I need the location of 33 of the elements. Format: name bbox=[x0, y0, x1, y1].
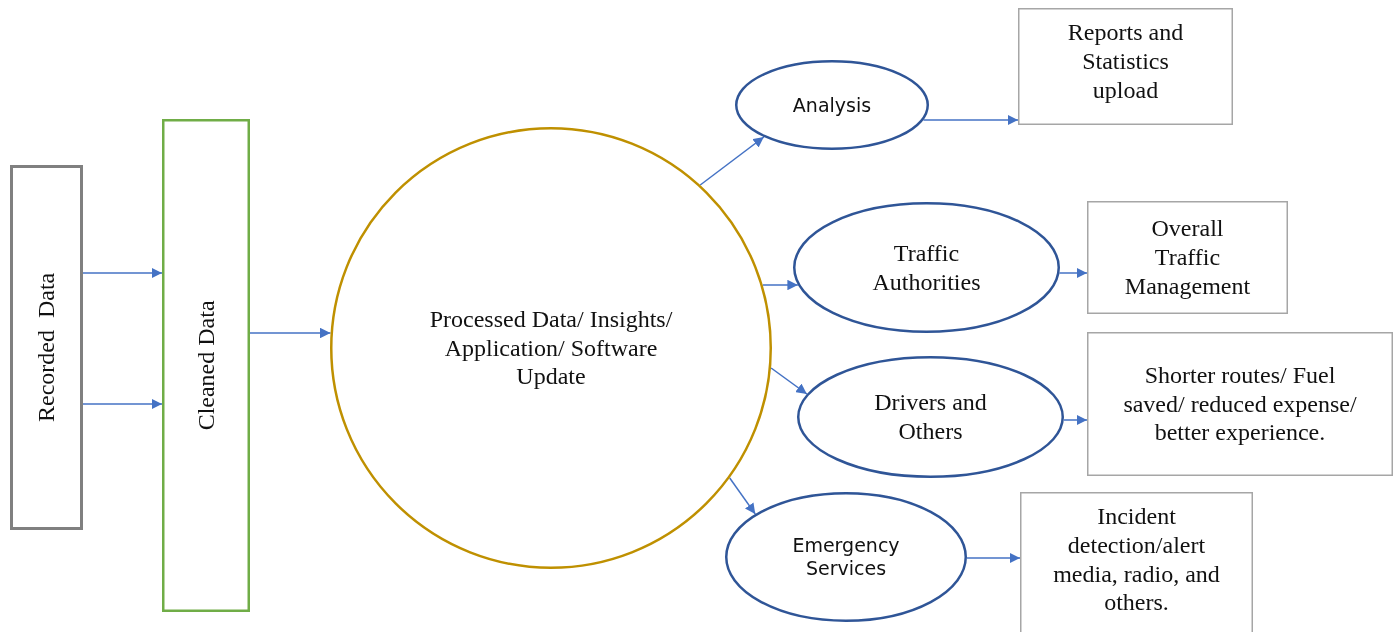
arrow bbox=[1058, 267, 1088, 279]
outcome-box bbox=[1087, 332, 1393, 476]
node-label: Analysis bbox=[791, 93, 873, 117]
arrow bbox=[728, 477, 756, 515]
arrow bbox=[82, 398, 163, 410]
stakeholder-ellipse bbox=[797, 356, 1064, 478]
arrow bbox=[699, 136, 765, 186]
outcome-box bbox=[1087, 201, 1288, 314]
node-label: Reports and Statistics upload bbox=[1066, 18, 1185, 105]
node-label: Processed Data/ Insights/ Application/ Software Update bbox=[428, 304, 674, 392]
arrow bbox=[82, 267, 163, 279]
stakeholder-ellipse bbox=[735, 60, 929, 150]
outcome-box bbox=[1020, 492, 1253, 632]
arrow bbox=[762, 279, 799, 291]
process-box bbox=[10, 165, 83, 530]
node-label: Cleaned Data bbox=[191, 300, 220, 431]
arrow bbox=[966, 552, 1021, 564]
arrow bbox=[249, 327, 332, 339]
node-label: Drivers and Others bbox=[873, 388, 988, 446]
node-label: Overall Traffic Management bbox=[1123, 214, 1252, 301]
node-label: Traffic Authorities bbox=[871, 238, 982, 297]
process-box bbox=[162, 119, 250, 612]
arrow bbox=[770, 367, 808, 395]
node-label: Emergency Services bbox=[791, 534, 901, 580]
stakeholder-ellipse bbox=[793, 202, 1060, 333]
outcome-box bbox=[1018, 8, 1233, 125]
arrow bbox=[922, 114, 1019, 126]
stakeholder-ellipse bbox=[725, 492, 967, 622]
node-label: Recorded Data bbox=[32, 272, 61, 423]
node-label: Shorter routes/ Fuel saved/ reduced expense/ better experience. bbox=[1122, 360, 1358, 448]
node-label: Incident detection/alert media, radio, and others. bbox=[1052, 502, 1221, 618]
arrow bbox=[1063, 414, 1088, 426]
process-circle bbox=[330, 127, 772, 569]
